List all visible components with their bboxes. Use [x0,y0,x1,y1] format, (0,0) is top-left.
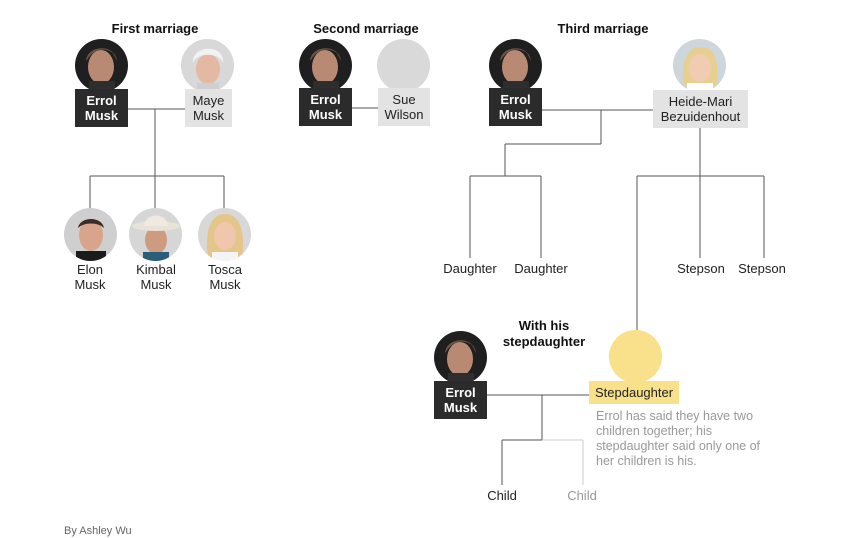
errol-musk-photo-icon [299,39,352,92]
byline-credit: By Ashley Wu [64,525,132,537]
person-elon-musk: Elon Musk [62,262,118,292]
kimbal-musk-photo-icon [129,208,182,261]
person-child-2: Child [558,488,606,503]
heide-mari-photo-icon [673,39,726,92]
person-maye-musk: Maye Musk [185,89,232,127]
tosca-musk-photo-icon [198,208,251,261]
person-errol-musk-third: Errol Musk [489,88,542,126]
elon-musk-photo-icon [64,208,117,261]
heading-third-marriage: Third marriage [533,21,673,36]
person-stepson-2: Stepson [731,261,793,276]
person-tosca-musk: Tosca Musk [195,262,255,292]
annotation-note: Errol has said they have two children to… [596,409,764,469]
person-errol-musk-fourth: Errol Musk [434,381,487,419]
person-kimbal-musk: Kimbal Musk [126,262,186,292]
heading-second-marriage: Second marriage [296,21,436,36]
person-stepdaughter: Stepdaughter [589,381,679,404]
person-heide-mari-bezuidenhout: Heide-Mari Bezuidenhout [653,90,748,128]
heading-first-marriage: First marriage [85,21,225,36]
errol-musk-photo-icon [434,331,487,384]
maye-musk-photo-icon [181,39,234,92]
heading-with-stepdaughter: With his stepdaughter [500,318,588,350]
errol-musk-photo-icon [75,39,128,92]
person-stepson-1: Stepson [670,261,732,276]
person-daughter-1: Daughter [436,261,504,276]
person-child-1: Child [478,488,526,503]
person-errol-musk-first: Errol Musk [75,89,128,127]
person-errol-musk-second: Errol Musk [299,88,352,126]
person-sue-wilson: Sue Wilson [378,88,430,126]
placeholder-avatar-icon [377,39,430,92]
errol-musk-photo-icon [489,39,542,92]
placeholder-avatar-yellow-icon [609,330,662,383]
person-daughter-2: Daughter [507,261,575,276]
